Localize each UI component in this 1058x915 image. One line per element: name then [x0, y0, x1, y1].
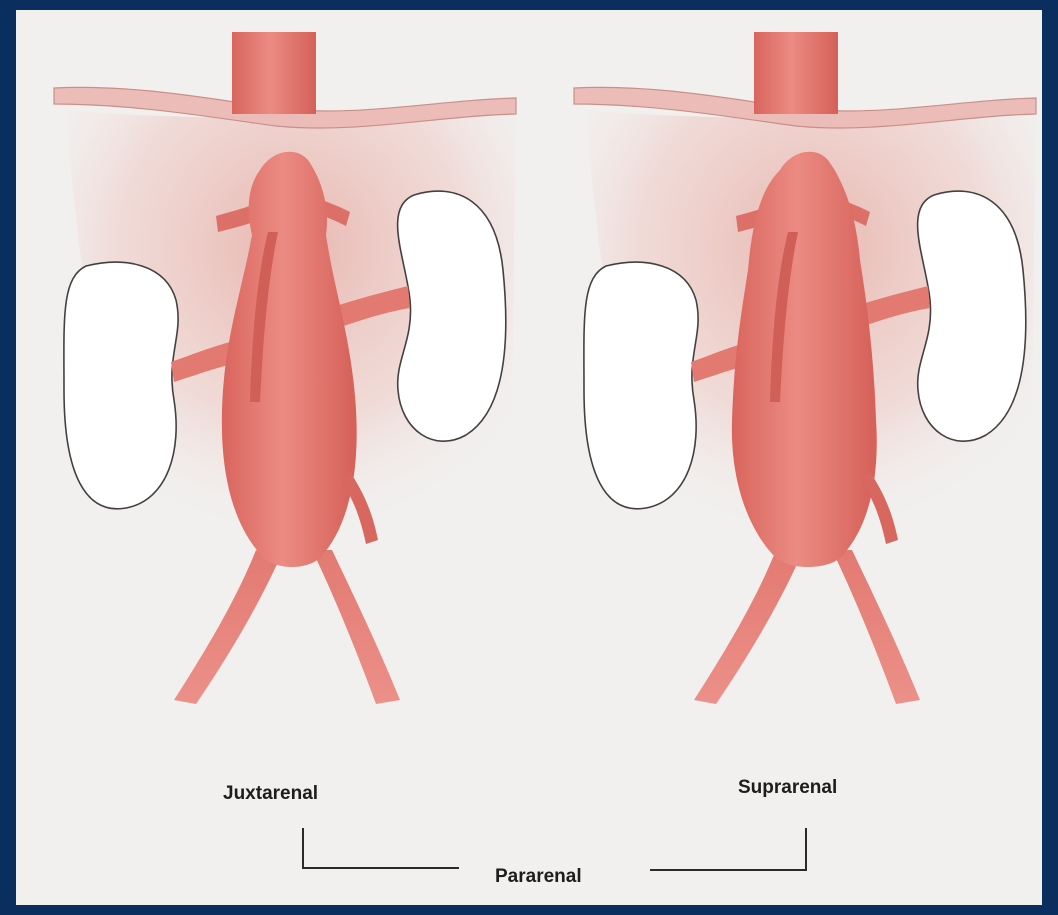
- juxtarenal-panel: [54, 32, 516, 704]
- left-iliac-artery: [174, 550, 278, 704]
- thoracic-aorta: [232, 32, 316, 114]
- left-kidney: [584, 262, 698, 509]
- right-kidney: [398, 191, 506, 441]
- suprarenal-panel: [574, 32, 1036, 704]
- bracket-right-arm: [650, 828, 806, 870]
- figure-frame: Juxtarenal Suprarenal Pararenal: [16, 10, 1042, 905]
- juxtarenal-label: Juxtarenal: [223, 783, 318, 805]
- pararenal-label: Pararenal: [495, 866, 582, 888]
- left-kidney: [64, 262, 178, 509]
- suprarenal-label: Suprarenal: [738, 777, 837, 799]
- bracket-left-arm: [303, 828, 459, 868]
- right-iliac-artery: [312, 550, 400, 704]
- thoracic-aorta: [754, 32, 838, 114]
- pararenal-bracket: [303, 828, 806, 870]
- left-iliac-artery: [694, 550, 798, 704]
- aneurysm-illustration: [16, 10, 1042, 905]
- right-iliac-artery: [832, 550, 920, 704]
- right-kidney: [918, 191, 1026, 441]
